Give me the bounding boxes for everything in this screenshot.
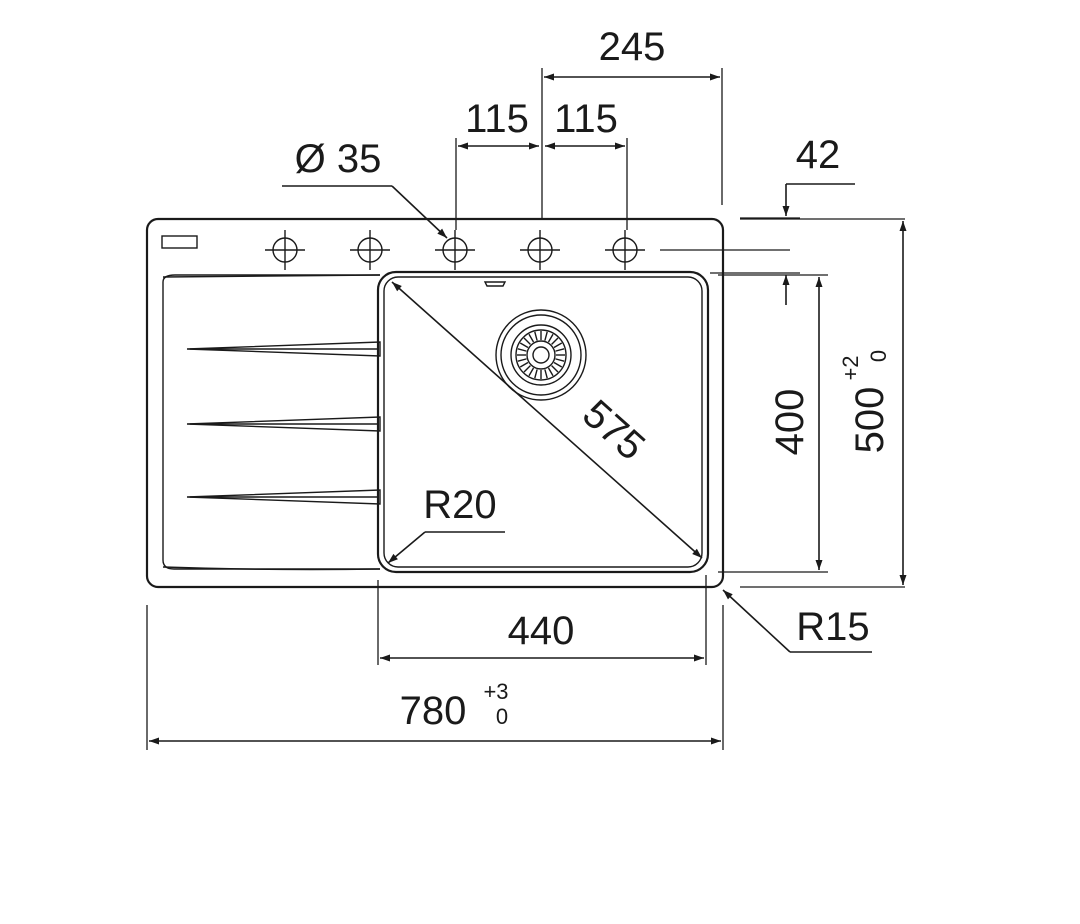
drain-groove (186, 416, 381, 432)
dimension-42-label: 42 (796, 133, 841, 177)
strainer-spoke (523, 337, 531, 345)
radius-20-leader (387, 531, 505, 564)
dimension-440 (377, 575, 707, 665)
dimension-245 (541, 68, 723, 218)
strainer-spoke (528, 333, 535, 343)
dimension-115 (455, 138, 628, 230)
strainer-spoke (519, 361, 529, 368)
dimension-115-left-label: 115 (465, 97, 529, 141)
strainer-spoke (517, 358, 527, 362)
dimension-780-tol-lower: 0 (496, 704, 508, 729)
dimension-400-label: 400 (768, 389, 812, 456)
dimension-440-label: 440 (508, 609, 575, 653)
sink-outline (145, 217, 725, 589)
radius-20-label: R20 (423, 483, 496, 527)
dimension-115-right-label: 115 (554, 97, 618, 141)
strainer-spoke (544, 369, 548, 379)
dimension-500-tol-upper: +2 (838, 355, 863, 380)
strainer-spoke (555, 358, 565, 362)
dimension-780 (146, 605, 724, 750)
dimension-245-label: 245 (599, 25, 666, 69)
basin (376, 270, 710, 574)
strainer-spoke (517, 348, 527, 352)
hole-diameter-label: Ø 35 (295, 137, 382, 181)
dimension-500-label: 500 (848, 387, 892, 454)
strainer-spoke (523, 365, 531, 373)
strainer-spoke (519, 342, 529, 349)
tap-hole (605, 230, 645, 270)
strainer-spoke (555, 348, 565, 352)
radius-15-leader (722, 589, 872, 653)
dimension-780-tol-upper: +3 (483, 679, 508, 704)
tap-hole (520, 230, 560, 270)
strainer-spoke (553, 342, 563, 349)
radius-15-label: R15 (796, 605, 869, 649)
strainer-spoke (551, 337, 559, 345)
strainer-spoke (534, 369, 538, 379)
dimension-780-label: 780 (400, 689, 467, 733)
drain-groove (186, 341, 381, 357)
tap-hole (435, 230, 475, 270)
strainer-spoke (551, 365, 559, 373)
strainer-spoke (547, 367, 554, 377)
strainer-spoke (534, 331, 538, 341)
strainer-spoke (547, 333, 554, 343)
strainer-spoke (544, 331, 548, 341)
drain-groove (186, 489, 381, 505)
strainer-spoke (553, 361, 563, 368)
label-plate (161, 235, 198, 249)
strainer-spoke (528, 367, 535, 377)
hole-diameter-leader (282, 185, 448, 239)
dimension-575 (391, 281, 703, 559)
dimension-42 (710, 183, 855, 305)
tap-hole (350, 230, 390, 270)
dimension-575-label: 575 (574, 392, 653, 469)
dimension-500-tol-lower: 0 (866, 350, 891, 362)
tap-hole (265, 230, 305, 270)
dimension-500 (740, 218, 907, 588)
dimension-400 (718, 274, 828, 573)
drainboard (162, 274, 381, 571)
